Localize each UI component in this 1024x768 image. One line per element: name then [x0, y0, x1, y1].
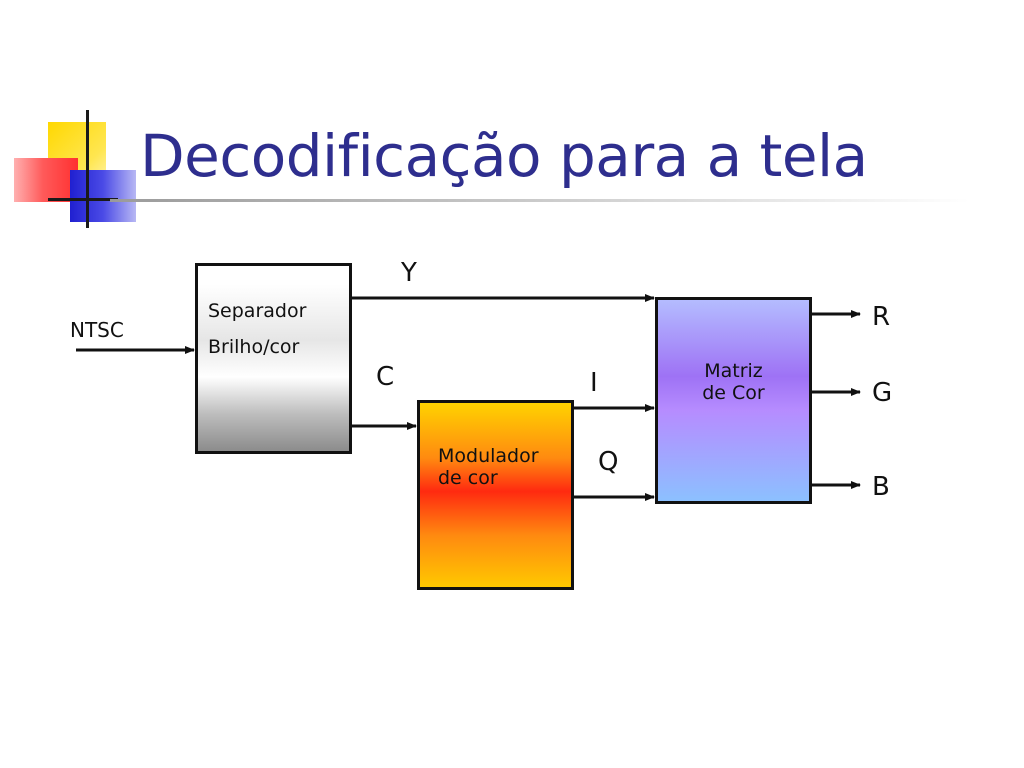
- modulator-label-line1: Modulador: [438, 445, 539, 467]
- output-r-label: R: [872, 302, 891, 332]
- signal-q-label: Q: [598, 447, 619, 477]
- slide-title: Decodificação para a tela: [140, 122, 868, 190]
- output-b-label: B: [872, 472, 890, 502]
- separator-block: Separador Brilho/cor: [195, 263, 352, 454]
- ntsc-input-label: NTSC: [70, 318, 124, 342]
- separator-label-line2: Brilho/cor: [208, 336, 300, 358]
- separator-label-line1: Separador: [208, 300, 307, 322]
- matrix-block: Matriz de Cor: [655, 297, 812, 504]
- matrix-label-line2: de Cor: [702, 382, 765, 404]
- logo-red-square: [14, 158, 78, 202]
- output-g-label: G: [872, 378, 893, 408]
- title-underline: [110, 199, 970, 202]
- logo-horizontal-line: [48, 198, 118, 201]
- signal-i-label: I: [590, 368, 598, 398]
- logo-blue-square: [70, 170, 136, 222]
- modulator-block: Modulador de cor: [417, 400, 574, 590]
- signal-y-label: Y: [401, 258, 417, 288]
- signal-c-label: C: [376, 362, 395, 392]
- matrix-label-line1: Matriz: [704, 360, 763, 382]
- logo-vertical-line: [86, 110, 89, 228]
- modulator-label-line2: de cor: [438, 467, 498, 489]
